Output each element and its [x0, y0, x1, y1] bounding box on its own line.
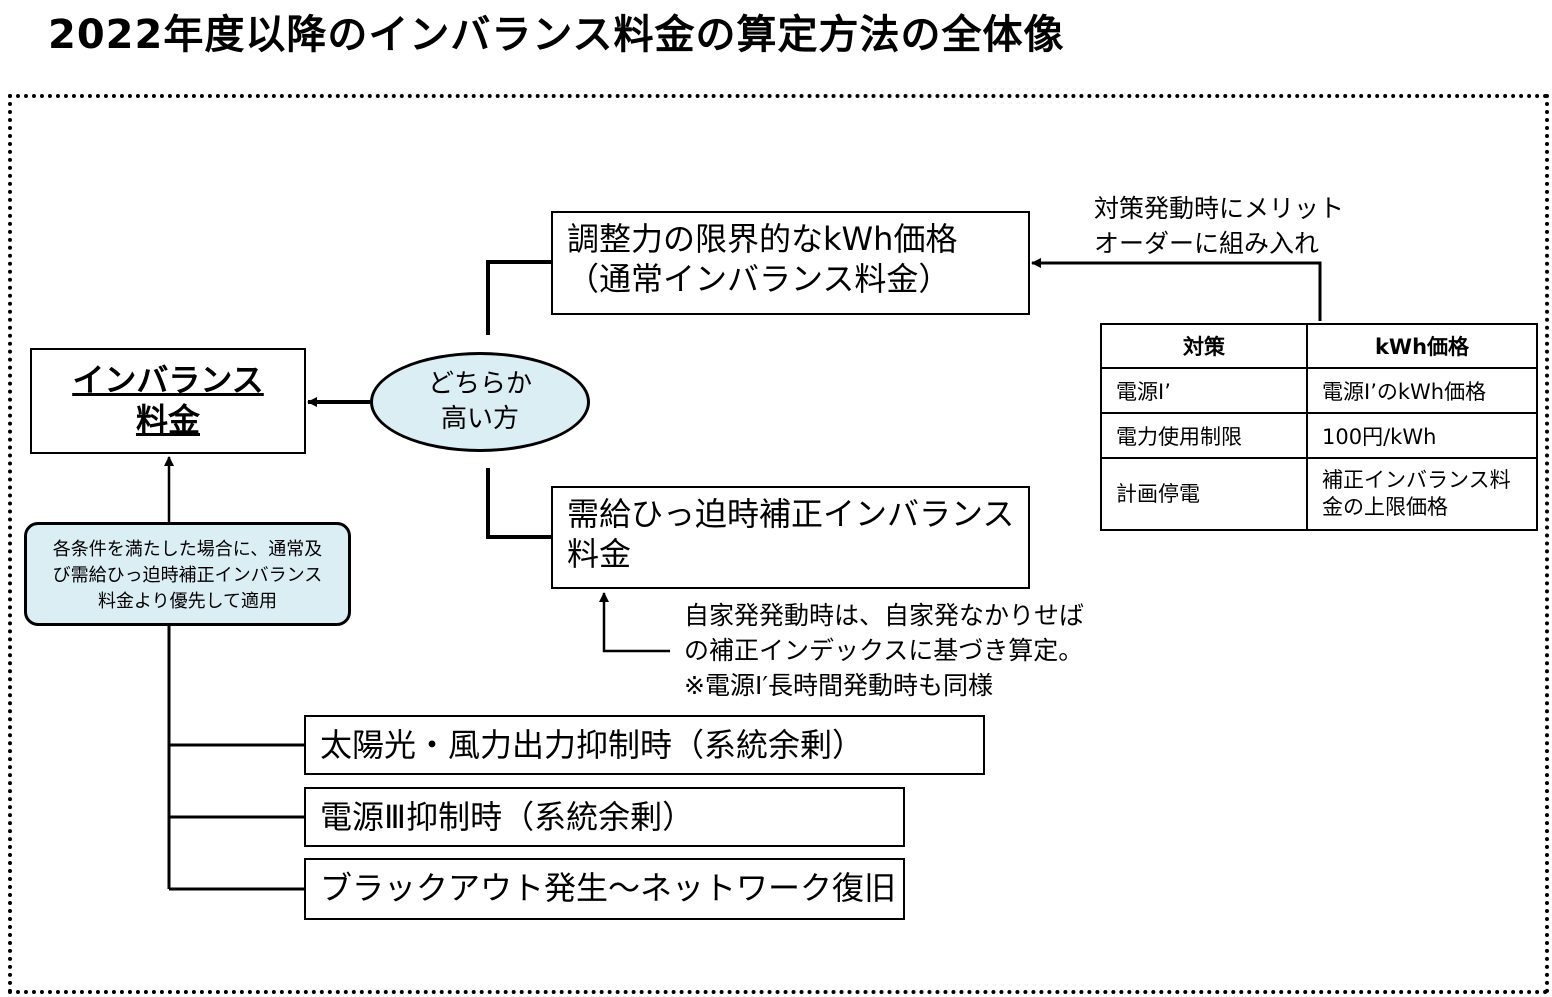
priority-note: 各条件を満たした場合に、通常及 び需給ひっ迫時補正インバランス 料金より優先して…	[24, 522, 351, 626]
table-cell-line: 補正インバランス料	[1322, 468, 1511, 492]
condition-box-blackout: ブラックアウト発生～ネットワーク復旧	[304, 858, 905, 920]
table-row: 電力使用制限 100円/kWh	[1100, 412, 1538, 459]
table-row: 計画停電 補正インバランス料 金の上限価格	[1100, 457, 1538, 531]
measures-table: 対策 kWh価格 電源Ⅰ’ 電源Ⅰ’のkWh価格 電力使用制限 100円/kWh…	[1100, 323, 1538, 531]
higher-of-ellipse: どちらか 高い方	[370, 352, 590, 452]
connector-to-adjust-box	[486, 260, 551, 335]
ellipse-line1: どちらか	[427, 369, 532, 399]
self-generation-line3: ※電源Ⅰ′長時間発動時も同様	[684, 671, 993, 700]
condition-label: 電源Ⅲ抑制時（系統余剰）	[320, 798, 695, 836]
diagram-frame	[8, 94, 1549, 994]
connector-to-correction-box	[486, 468, 551, 539]
correction-imbalance-line1: 需給ひっ迫時補正インバランス	[567, 495, 1015, 533]
priority-note-line1: 各条件を満たした場合に、通常及	[52, 539, 323, 560]
correction-imbalance-box: 需給ひっ迫時補正インバランス 料金	[551, 486, 1030, 589]
merit-order-line1: 対策発動時にメリット	[1094, 194, 1345, 223]
imbalance-fee-box: インバランス 料金	[30, 348, 306, 454]
arrow-note-to-correction-box	[599, 592, 670, 653]
priority-note-line3: 料金より優先して適用	[97, 591, 278, 612]
adjustment-price-line1: 調整力の限界的なkWh価格	[567, 220, 958, 258]
table-cell: 電力使用制限	[1100, 412, 1308, 459]
condition-label: 太陽光・風力出力抑制時（系統余剰）	[320, 726, 865, 764]
adjustment-price-box: 調整力の限界的なkWh価格 （通常インバランス料金）	[551, 211, 1030, 315]
table-cell-line: 金の上限価格	[1322, 495, 1448, 519]
self-generation-line2: の補正インデックスに基づき算定。	[684, 636, 1084, 665]
table-cell-wrapped: 補正インバランス料 金の上限価格	[1306, 457, 1538, 531]
table-cell: 電源Ⅰ’	[1100, 367, 1308, 414]
table-header-cell: 対策	[1100, 323, 1308, 369]
self-generation-note: 自家発発動時は、自家発なかりせば の補正インデックスに基づき算定。 ※電源Ⅰ′長…	[684, 598, 1084, 703]
merit-order-note: 対策発動時にメリット オーダーに組み入れ	[1094, 191, 1344, 261]
condition-box-solar-wind: 太陽光・風力出力抑制時（系統余剰）	[304, 715, 985, 775]
table-cell: 電源Ⅰ’のkWh価格	[1306, 367, 1538, 414]
imbalance-fee-line1: インバランス	[72, 361, 264, 399]
priority-note-line2: び需給ひっ迫時補正インバランス	[52, 565, 323, 586]
merit-order-line2: オーダーに組み入れ	[1094, 229, 1320, 258]
arrow-table-to-adjust-box	[1031, 258, 1322, 321]
condition-label: ブラックアウト発生～ネットワーク復旧	[320, 869, 897, 907]
correction-imbalance-line2: 料金	[567, 535, 632, 573]
table-header-cell: kWh価格	[1306, 323, 1538, 369]
ellipse-line2: 高い方	[440, 404, 519, 434]
page-title: 2022年度以降のインバランス料金の算定方法の全体像	[48, 12, 1065, 58]
adjustment-price-line2: （通常インバランス料金）	[567, 260, 951, 298]
condition-box-power-source-3: 電源Ⅲ抑制時（系統余剰）	[304, 787, 905, 847]
self-generation-line1: 自家発発動時は、自家発なかりせば	[684, 601, 1085, 630]
table-header-row: 対策 kWh価格	[1100, 323, 1538, 369]
imbalance-fee-line2: 料金	[135, 401, 200, 439]
table-cell: 100円/kWh	[1306, 412, 1538, 459]
table-row: 電源Ⅰ’ 電源Ⅰ’のkWh価格	[1100, 367, 1538, 414]
table-cell: 計画停電	[1100, 457, 1308, 531]
